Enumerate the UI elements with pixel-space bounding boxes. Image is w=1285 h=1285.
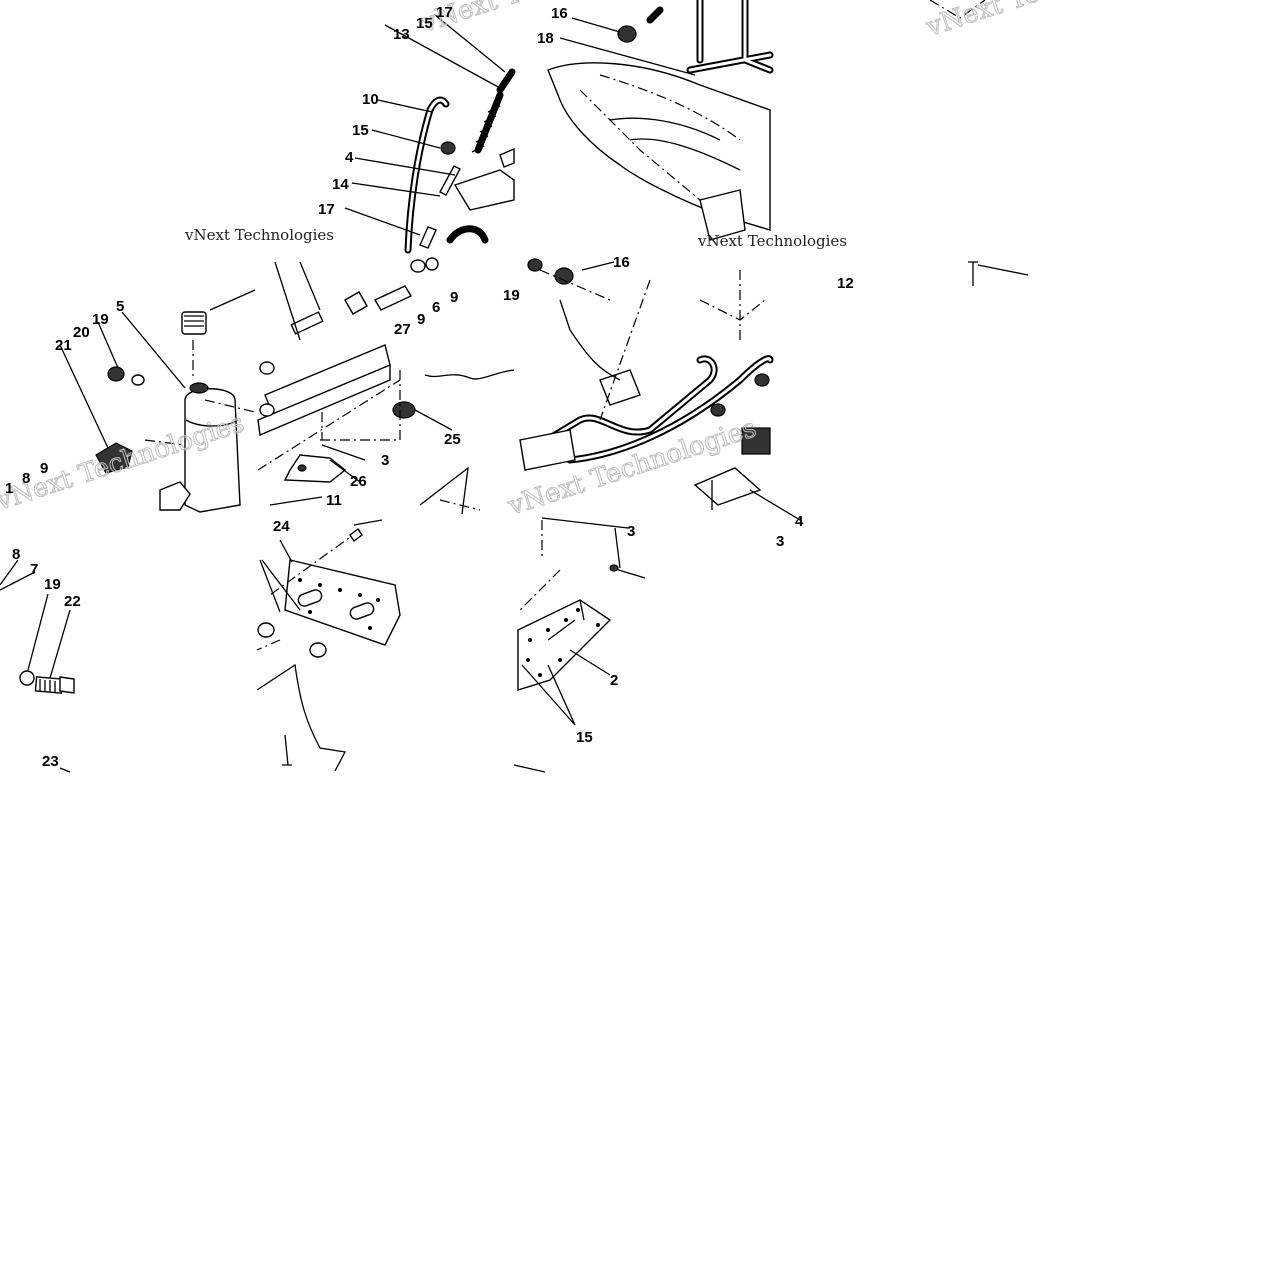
fitting-27	[344, 291, 368, 315]
callout-15b: 15	[352, 122, 369, 139]
bracket-26	[283, 454, 347, 483]
tile-top-far-right	[929, 0, 986, 19]
callout-21: 21	[55, 337, 72, 354]
plate	[519, 429, 576, 471]
bracket-24	[284, 559, 401, 646]
washer-19	[131, 374, 145, 386]
callout-20: 20	[73, 324, 90, 341]
callout-4: 4	[345, 149, 354, 166]
washer-19c	[19, 670, 35, 686]
callout-12: 12	[837, 275, 854, 292]
tile-bottom-left	[0, 559, 75, 773]
nut-20	[107, 366, 125, 382]
tile-top-right	[547, 0, 774, 241]
plate-4	[693, 467, 762, 506]
callout-8b: 8	[12, 546, 20, 563]
fitting-14	[439, 165, 461, 196]
watermark-4: vNext Technologies	[697, 232, 847, 250]
tube-6	[374, 285, 412, 311]
callouts: 17 15 13 10 15 4 14 17 16 18 16 12 5 19 …	[5, 4, 854, 770]
mount-block	[699, 189, 746, 241]
callout-6: 6	[432, 299, 440, 316]
callout-3c: 3	[627, 523, 635, 540]
callout-10: 10	[362, 91, 379, 108]
callout-13: 13	[393, 26, 410, 43]
tank-shroud	[547, 62, 771, 231]
callout-19c: 19	[44, 576, 61, 593]
reservoir-5	[184, 388, 241, 513]
callout-1: 1	[5, 480, 13, 497]
callout-27: 27	[394, 321, 411, 338]
watermark-3: vNext Technologies	[184, 226, 334, 244]
callout-5: 5	[116, 298, 124, 315]
tile-bottom-center	[256, 519, 401, 772]
clamp-15	[440, 141, 456, 155]
fitting-17	[419, 226, 437, 249]
clamp-16	[617, 25, 637, 43]
cap	[181, 311, 207, 335]
callout-17b: 17	[318, 201, 335, 218]
callout-18: 18	[537, 30, 554, 47]
callout-25: 25	[444, 431, 461, 448]
callout-14: 14	[332, 176, 349, 193]
callout-19: 19	[92, 311, 109, 328]
callout-4b: 4	[795, 513, 804, 530]
callout-17: 17	[436, 4, 453, 21]
callout-7: 7	[30, 561, 38, 578]
spring-13	[474, 91, 504, 154]
hose-loop	[446, 225, 489, 244]
callout-15: 15	[416, 15, 433, 32]
clamp-16b	[554, 267, 574, 285]
callout-15c: 15	[576, 729, 593, 746]
grommet-25	[392, 401, 416, 419]
callout-23: 23	[42, 753, 59, 770]
bracket-2	[517, 599, 612, 691]
callout-9b: 9	[417, 311, 425, 328]
tile-middle-left	[59, 289, 256, 513]
callout-16b: 16	[613, 254, 630, 271]
hose-17-top	[496, 68, 516, 94]
relay-block	[741, 427, 771, 455]
callout-9: 9	[450, 289, 458, 306]
callout-9c: 9	[40, 460, 48, 477]
tile-middle-right	[519, 258, 801, 521]
callout-3: 3	[381, 452, 389, 469]
tile-middle-far-right	[968, 261, 1029, 286]
callout-16: 16	[551, 5, 568, 22]
rod	[290, 311, 324, 335]
callout-22: 22	[64, 593, 81, 610]
callout-3b: 3	[776, 533, 784, 550]
tile-middle-center	[257, 257, 515, 515]
callout-24: 24	[273, 518, 290, 535]
callout-19b: 19	[503, 287, 520, 304]
callout-26: 26	[350, 473, 367, 490]
bracket-4	[453, 169, 515, 211]
callout-8: 8	[22, 470, 30, 487]
callout-11: 11	[326, 492, 342, 509]
sensor-21	[95, 442, 133, 474]
callout-2: 2	[610, 672, 618, 689]
tile-bottom-right	[513, 517, 646, 773]
tile-top-center	[344, 14, 516, 254]
watermark-2: vNext Technologies	[922, 0, 1178, 43]
